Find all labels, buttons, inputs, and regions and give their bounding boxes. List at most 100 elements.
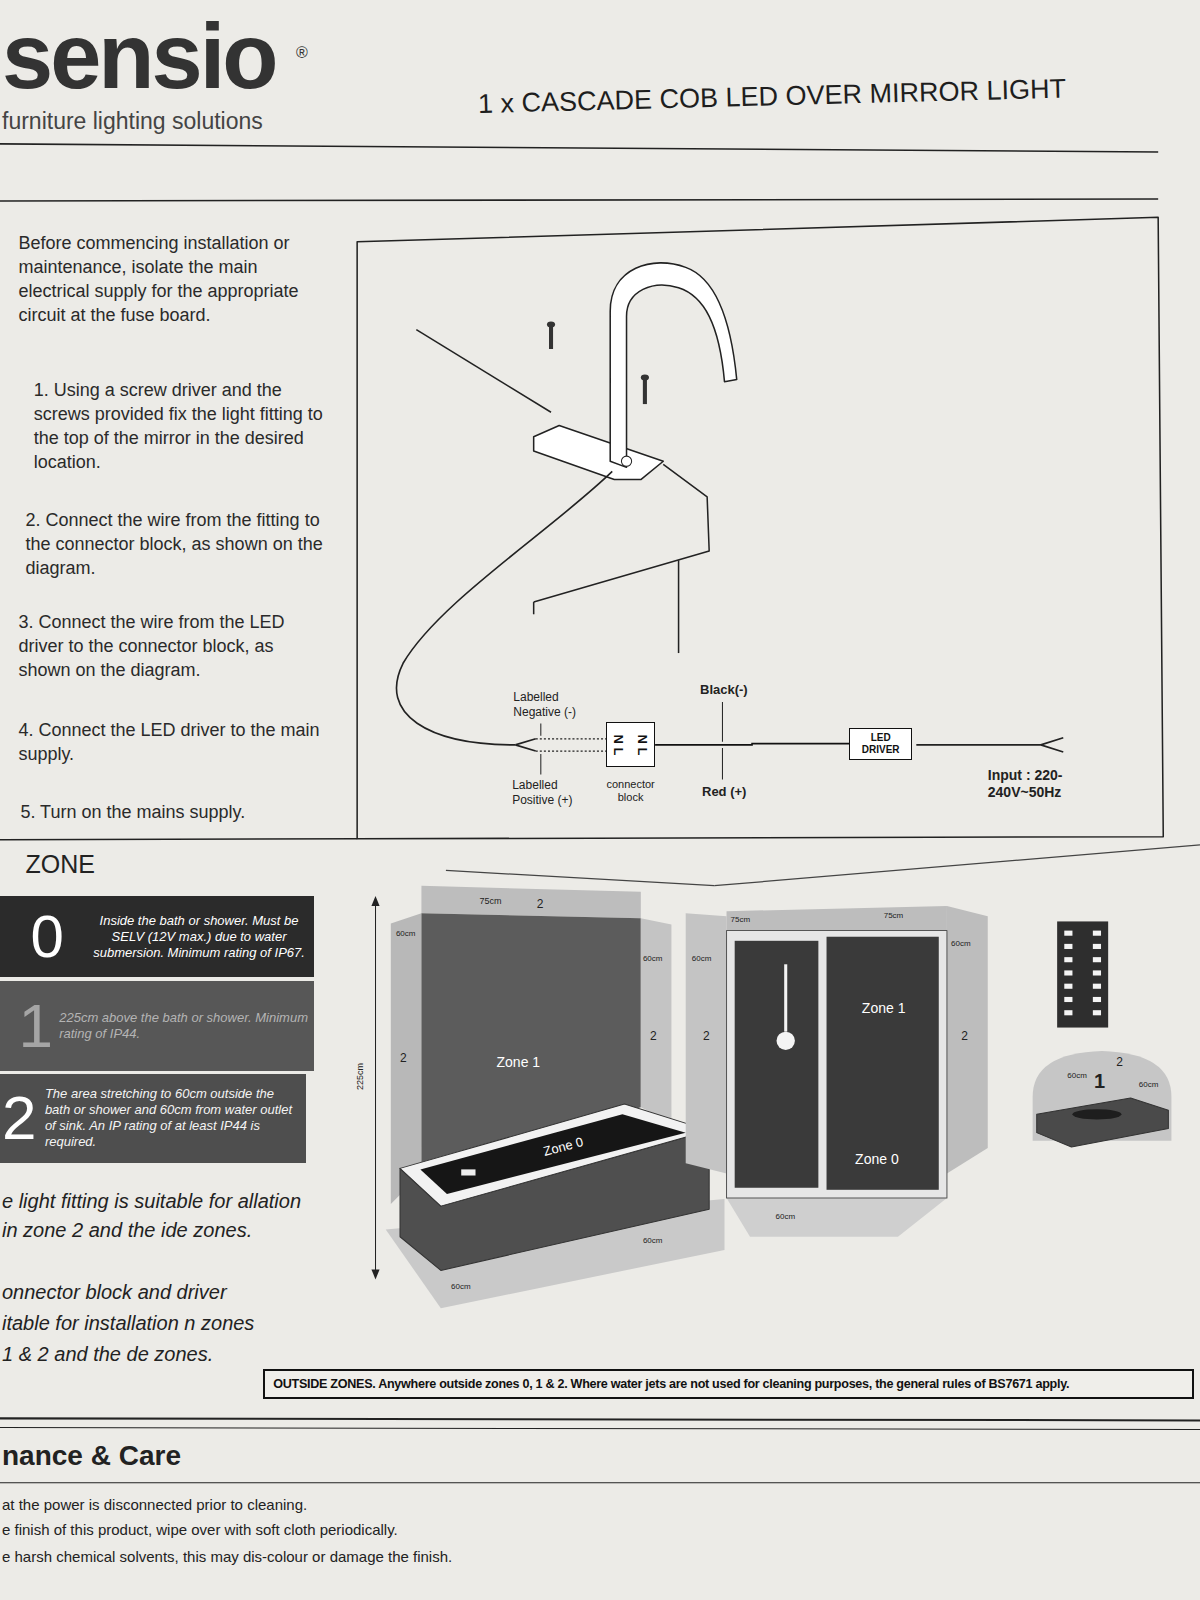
mirror-light [1064,957,1072,962]
zone-number: 2 [961,1029,968,1043]
wire [536,750,606,751]
bath-tap [461,1169,475,1175]
zone-description: 225cm above the bath or shower. Minimum … [59,1010,308,1042]
dimension-line [371,1269,379,1279]
illustration [0,144,1200,1483]
zone-description: The area stretching to 60cm outside the … [45,1086,300,1150]
terminal-letters: N L [635,734,649,755]
zone-illustration [714,845,1200,886]
mirror-light [1064,970,1072,975]
rule-line [0,1418,1200,1420]
dimension-label: 75cm [731,915,751,925]
brand-tagline: furniture lighting solutions [2,108,263,136]
wire [515,739,535,751]
wall-zone [641,918,672,1122]
zone-illustration [371,845,1200,1308]
mirror-light [1093,997,1101,1002]
dimension-label: 60cm [643,954,663,964]
zone-number: 2 [400,1051,407,1065]
part-label: LED DRIVER [854,732,907,756]
part-label: connector block [600,778,662,804]
leader-line [540,723,541,735]
mirror-light [1093,984,1101,989]
dimension-label: 60cm [1067,1071,1087,1081]
wire-label: Labelled Positive (+) [512,778,592,808]
instruction-step: 4. Connect the LED driver to the main su… [18,718,329,766]
instruction-step: 1. Using a screw driver and the screws p… [34,378,330,474]
wire [396,471,612,744]
zone-description: Inside the bath or shower. Must be SELV … [90,913,309,961]
wire [536,738,606,739]
shower-panel [735,941,819,1188]
diagram-frame [357,217,1163,838]
trademark-mark: ® [296,43,308,62]
zone-illustration [446,870,714,885]
safety-note: Before commencing installation or mainte… [18,231,324,327]
note-text: OUTSIDE ZONES. Anywhere outside zones 0,… [273,1376,1184,1392]
mirror-light [1093,970,1101,975]
rule-line [0,199,1158,201]
instruction-step: 5. Turn on the mains supply. [20,800,331,824]
wire-label: Red (+) [702,784,746,800]
mirror-edge [534,464,710,602]
care-note: at the power is disconnected prior to cl… [2,1496,307,1514]
care-note: e harsh chemical solvents, this may dis-… [2,1548,452,1566]
wall-zone [421,886,640,919]
sink [1072,1109,1121,1119]
zone-label: Zone 0 [855,1151,899,1168]
mounting-plate [534,426,664,480]
mirror-light [1093,957,1101,962]
mirror-light [1064,944,1072,949]
dimension-label: 225cm [355,1063,366,1090]
zone-number: 1 [1094,1069,1105,1093]
instruction-step: 3. Connect the wire from the LED driver … [18,610,329,682]
zone-number: 0 [31,907,64,967]
leader-line [722,702,723,742]
dimension-line [375,902,376,1273]
wire [396,471,1063,752]
zone-band: 2The area stretching to 60cm outside the… [0,1074,306,1164]
wire-label: Labelled Negative (-) [513,690,593,720]
dimension-label: 60cm [951,939,971,949]
rule-line [0,144,1200,1483]
cable-gland [621,456,631,466]
mirror-edge [533,602,535,614]
dimension-line [371,896,379,1280]
rule-line [0,144,1158,152]
zone-number: 2 [1116,1055,1123,1069]
dimension-label: 60cm [776,1212,796,1222]
screw [547,321,555,327]
wall-zone [391,913,422,1204]
zone-label: Zone 0 [542,1134,585,1160]
zone-number: 2 [650,1029,657,1043]
dimension-label: 60cm [643,1236,663,1246]
shower-enclosure [727,931,947,1198]
dimension-label: 60cm [396,929,416,939]
wire-label: Black(-) [700,682,748,698]
shower-head [784,964,787,1031]
section-heading: ZONE [26,849,95,879]
leader-line [722,748,723,780]
sink [1037,1098,1169,1147]
dimension-label: 60cm [451,1282,471,1292]
instruction-step: 2. Connect the wire from the fitting to … [26,508,330,580]
dimension-label: 60cm [1139,1080,1159,1090]
mirror-edge [416,330,551,413]
screw [641,374,649,380]
mirror-light [1064,1010,1072,1015]
mirror-light [1093,944,1101,949]
mirror-edge [678,560,680,653]
mirror-light [1064,931,1072,936]
rule-line [0,1428,1200,1430]
zone-number: 2 [703,1029,710,1043]
zone-band: 0 Inside the bath or shower. Must be SELV… [0,896,314,978]
dimension-line [371,896,379,906]
bath [400,1104,709,1206]
mirror-light [1093,931,1101,936]
wall-zone [947,906,988,1173]
zone-number: 2 [2,1087,36,1149]
suitability-note: onnector block and driver itable for ins… [2,1277,265,1370]
suitability-note: e light fitting is suitable for allation… [2,1187,308,1245]
